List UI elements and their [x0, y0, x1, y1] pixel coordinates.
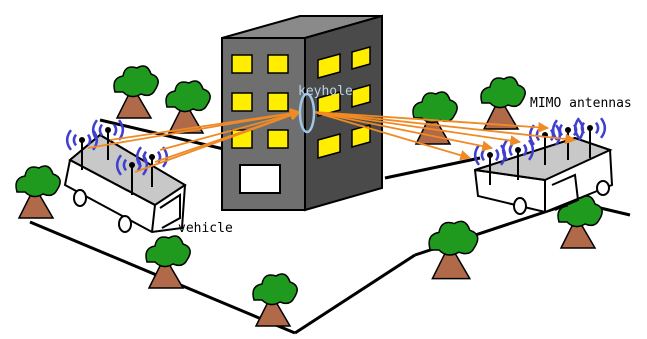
tree — [165, 80, 211, 134]
ray-in — [154, 110, 302, 163]
building-window — [317, 91, 341, 117]
signal-wave — [501, 139, 509, 161]
tree — [113, 65, 159, 119]
signal-wave — [122, 158, 128, 172]
signal-wave — [599, 117, 607, 139]
keyhole-icon — [298, 92, 316, 134]
tree-foliage — [145, 235, 191, 268]
tree — [480, 76, 526, 130]
tree-foliage — [252, 273, 298, 306]
tree-foliage — [113, 65, 159, 98]
tree-trunk — [147, 263, 185, 289]
building-window — [351, 84, 371, 108]
signal-rays — [87, 108, 577, 173]
tree-trunk — [17, 193, 55, 219]
tree-foliage — [165, 80, 211, 113]
tree — [15, 165, 61, 219]
signal-wave — [98, 123, 104, 137]
ray-out — [313, 111, 550, 133]
antenna-tip — [515, 147, 521, 153]
antenna-icon — [473, 144, 507, 185]
signal-wave — [91, 119, 99, 141]
building-window — [267, 129, 289, 149]
signal-wave — [480, 148, 486, 162]
signal-wave — [594, 121, 600, 135]
antenna-tip — [487, 152, 493, 158]
building-door — [239, 164, 281, 194]
antenna-icon — [573, 117, 607, 158]
tree-trunk — [559, 223, 597, 249]
ray-out — [313, 111, 577, 145]
antenna-tip — [587, 125, 593, 131]
signal-wave — [65, 129, 73, 151]
signal-wave — [522, 143, 528, 157]
building-window — [267, 54, 289, 74]
signal-wave — [142, 150, 148, 164]
tree — [145, 235, 191, 289]
mimo-antennas-label: MIMO antennas — [530, 96, 632, 111]
building-window — [231, 92, 253, 112]
signal-wave — [554, 124, 562, 146]
antenna-tip — [149, 154, 155, 160]
building-windows — [231, 46, 371, 159]
tree-foliage — [480, 76, 526, 109]
mimo-antennas — [65, 117, 607, 195]
tree-foliage — [412, 91, 458, 124]
signal-wave — [135, 146, 143, 168]
signal-wave — [508, 143, 514, 157]
tree — [252, 273, 298, 327]
ray-in — [109, 108, 302, 141]
signal-wave — [115, 154, 123, 176]
signal-wave — [86, 133, 92, 147]
signal-wave — [117, 119, 125, 141]
building-window — [351, 46, 371, 70]
signal-wave — [535, 128, 541, 142]
tree — [428, 220, 479, 280]
antenna-tip — [129, 162, 135, 168]
building — [221, 14, 383, 212]
signal-wave — [161, 146, 169, 168]
trees — [15, 65, 603, 327]
signal-wave — [580, 121, 586, 135]
ray-in — [159, 109, 302, 151]
ray-out — [313, 111, 522, 146]
vehicle-label: vehicle — [178, 221, 233, 236]
tree-foliage — [428, 220, 479, 256]
tree-trunk — [431, 251, 472, 280]
antenna-tip — [105, 127, 111, 133]
tree-foliage — [15, 165, 61, 198]
signal-wave — [72, 133, 78, 147]
tree-trunk — [254, 301, 292, 327]
building-window — [267, 92, 289, 112]
ray-out — [313, 111, 494, 152]
signal-wave — [494, 148, 500, 162]
building-window — [317, 53, 341, 79]
signal-wave — [473, 144, 481, 166]
vehicle-left — [63, 133, 187, 234]
signal-wave — [112, 123, 118, 137]
signal-wave — [527, 139, 535, 161]
building-window — [231, 54, 253, 74]
signal-wave — [558, 123, 564, 137]
tree-trunk — [115, 93, 153, 119]
ray-out — [313, 111, 472, 161]
building-window — [317, 133, 341, 159]
keyhole-label: keyhole — [298, 84, 353, 99]
antenna-tip — [565, 127, 571, 133]
antenna-tip — [79, 137, 85, 143]
signal-wave — [573, 117, 581, 139]
